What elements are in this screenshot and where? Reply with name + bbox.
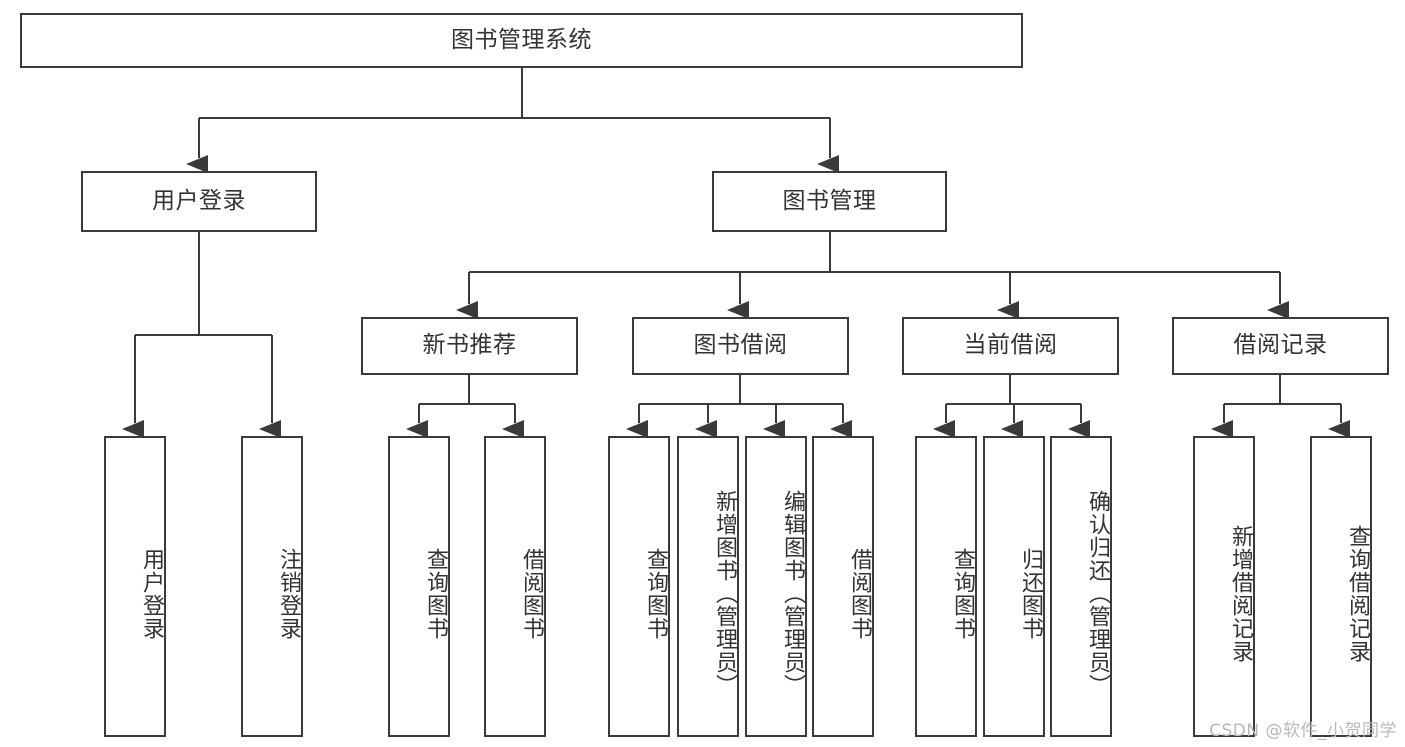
node-label: 编辑图书（管理员） [780, 490, 805, 697]
node-label: 归还图书 [1018, 547, 1043, 640]
node-leaf-add-record[interactable]: 新增借阅记录 [1193, 436, 1255, 737]
node-current-borrow[interactable]: 当前借阅 [902, 317, 1119, 375]
node-borrow-record[interactable]: 借阅记录 [1172, 317, 1389, 375]
node-leaf-query-record[interactable]: 查询借阅记录 [1310, 436, 1372, 737]
node-new-book-rec[interactable]: 新书推荐 [361, 317, 578, 375]
node-book-manage[interactable]: 图书管理 [712, 171, 947, 232]
csdn-watermark: CSDN @软件_小贺同学 [1209, 721, 1397, 741]
node-user-login[interactable]: 用户登录 [81, 171, 317, 232]
node-label: 当前借阅 [963, 332, 1058, 359]
node-leaf-logout[interactable]: 注销登录 [241, 436, 303, 737]
node-label: 图书管理 [782, 187, 877, 214]
node-label: 借阅图书 [519, 547, 544, 640]
node-leaf-borrow-book-1[interactable]: 借阅图书 [484, 436, 546, 737]
node-leaf-query-book-2[interactable]: 查询图书 [608, 436, 670, 737]
node-leaf-edit-book[interactable]: 编辑图书（管理员） [745, 436, 807, 737]
node-label: 用户登录 [139, 547, 164, 640]
node-label: 借阅记录 [1233, 332, 1328, 359]
node-leaf-confirm-return[interactable]: 确认归还（管理员） [1050, 436, 1112, 737]
node-book-borrow[interactable]: 图书借阅 [632, 317, 849, 375]
node-label: 新增图书（管理员） [712, 490, 737, 697]
node-label: 借阅图书 [847, 547, 872, 640]
node-leaf-add-book[interactable]: 新增图书（管理员） [677, 436, 739, 737]
node-label: 确认归还（管理员） [1085, 490, 1110, 697]
node-leaf-borrow-book-2[interactable]: 借阅图书 [812, 436, 874, 737]
node-label: 查询借阅记录 [1345, 524, 1370, 663]
node-label: 查询图书 [423, 547, 448, 640]
node-leaf-user-login[interactable]: 用户登录 [104, 436, 166, 737]
node-label: 查询图书 [643, 547, 668, 640]
node-root[interactable]: 图书管理系统 [20, 13, 1023, 68]
node-label: 新增借阅记录 [1228, 524, 1253, 663]
node-label: 图书管理系统 [451, 26, 592, 53]
node-label: 注销登录 [276, 547, 301, 640]
node-label: 图书借阅 [693, 332, 788, 359]
node-leaf-query-book-3[interactable]: 查询图书 [915, 436, 977, 737]
node-leaf-return-book[interactable]: 归还图书 [983, 436, 1045, 737]
node-label: 查询图书 [950, 547, 975, 640]
node-label: 用户登录 [152, 187, 246, 214]
node-leaf-query-book-1[interactable]: 查询图书 [388, 436, 450, 737]
node-label: 新书推荐 [422, 332, 517, 359]
